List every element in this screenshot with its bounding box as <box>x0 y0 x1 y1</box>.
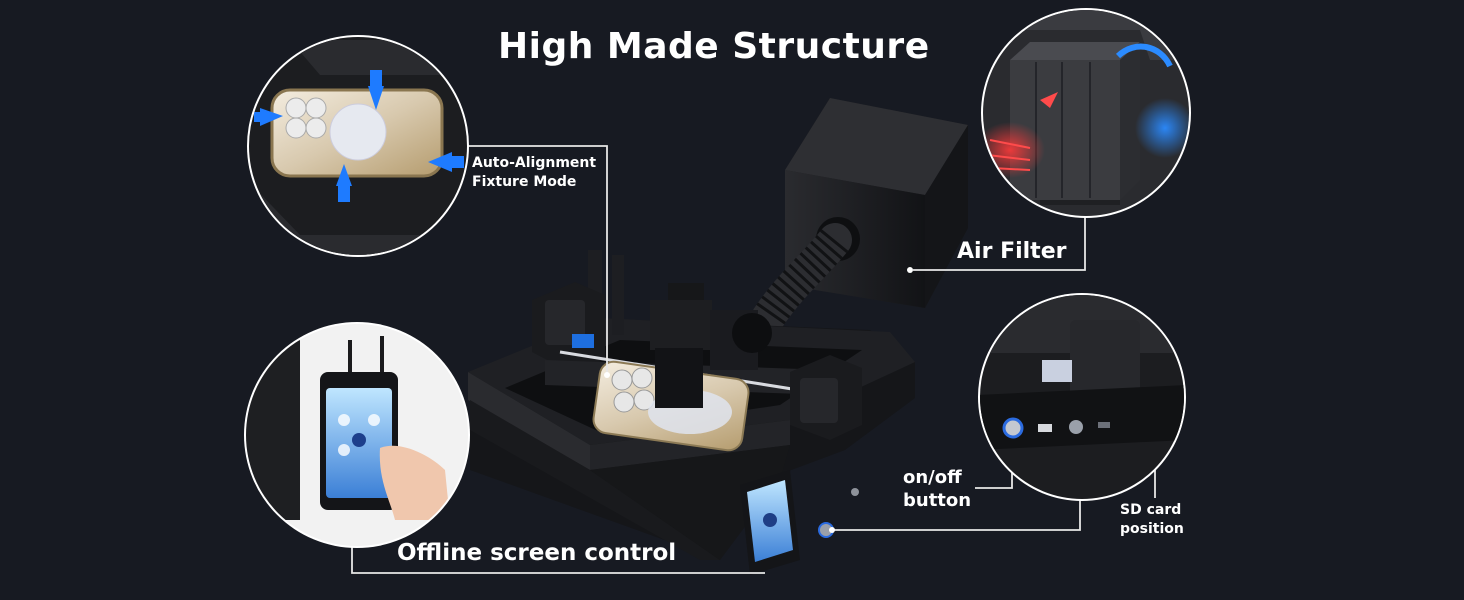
air-filter-line <box>912 216 1086 271</box>
fixture-closeup <box>247 35 469 257</box>
onoff-label-line2: button <box>903 490 972 511</box>
laser-module <box>650 283 772 408</box>
onoff-label-line1: on/off <box>903 467 962 488</box>
air-filter-closeup <box>981 8 1191 218</box>
alignment-arrows <box>254 70 464 202</box>
auto-alignment-label-line1: Auto-Alignment <box>472 155 597 171</box>
auto-alignment-label-line2: Fixture Mode <box>472 174 577 190</box>
air-filter-label: Air Filter <box>957 239 1067 264</box>
auto-alignment-label: Auto-Alignment Fixture Mode <box>472 154 596 192</box>
side-panel-line <box>832 499 1081 531</box>
laser-engraver-machine <box>468 98 968 575</box>
sd-card-label-line2: position <box>1120 521 1184 537</box>
screen-closeup <box>244 322 470 548</box>
exhaust-hose <box>751 223 852 335</box>
auto-alignment-line <box>465 145 608 375</box>
offline-screen-label: Offline screen control <box>397 540 677 566</box>
ports-closeup <box>978 293 1186 501</box>
page-title: High Made Structure <box>498 26 930 67</box>
sd-card-label-line1: SD card <box>1120 502 1182 518</box>
foam-filter <box>1010 42 1140 200</box>
controller-device <box>740 470 859 575</box>
onoff-button-label: on/off button <box>903 466 971 512</box>
sd-card-label: SD card position <box>1120 501 1184 539</box>
